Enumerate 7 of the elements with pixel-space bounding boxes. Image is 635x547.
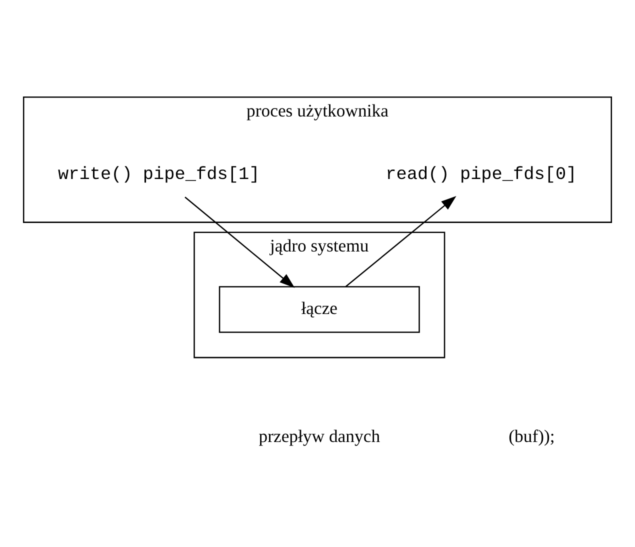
node-text: write() pipe_fds[1]	[58, 164, 260, 185]
label: przepływ danych	[258, 426, 380, 446]
node-text: read() pipe_fds[0]	[386, 164, 577, 185]
node-box: łącze	[218, 286, 420, 333]
label: (buf));	[508, 426, 555, 446]
arrow	[184, 196, 295, 288]
arrow	[345, 196, 456, 288]
